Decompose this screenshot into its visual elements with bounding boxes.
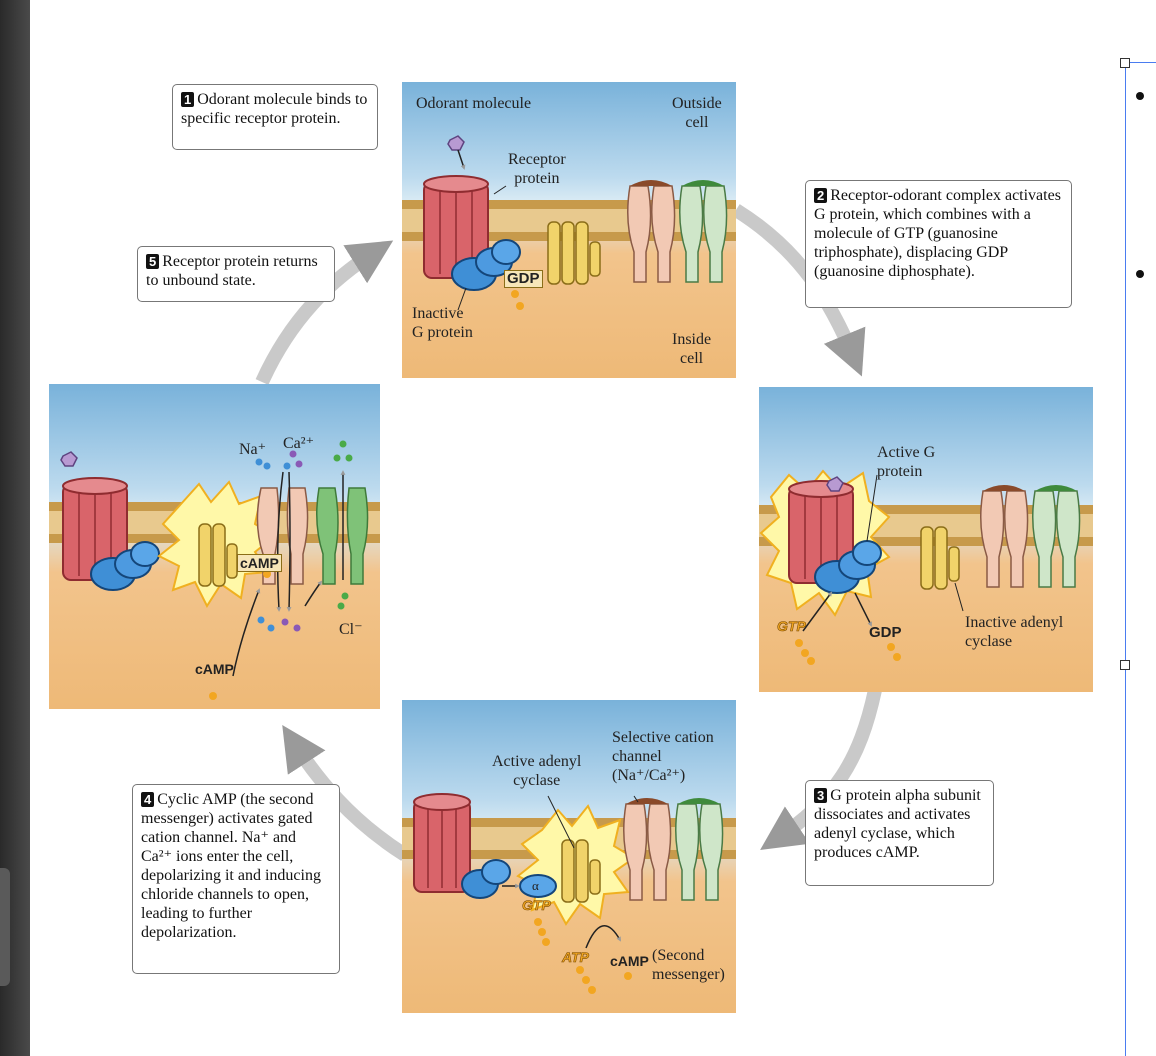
adenyl-cyclase xyxy=(547,221,601,285)
panel-camp-production: Active adenyl cyclase Selective cation c… xyxy=(402,700,736,1013)
receptor-protein xyxy=(413,793,471,893)
gdp-label: GDP xyxy=(504,270,543,288)
cation-channel xyxy=(623,798,672,901)
selective-cation-channel-label: Selective cation channel (Na⁺/Ca²⁺) xyxy=(612,729,714,784)
slide-guide-line xyxy=(1125,62,1126,1056)
inside-cell-label: Inside cell xyxy=(672,331,712,367)
step-number: 2 xyxy=(814,188,828,203)
active-adenyl-cyclase-label: Active adenyl cyclase xyxy=(492,753,582,789)
inactive-g-protein xyxy=(451,239,521,291)
alpha-subunit-label: α xyxy=(532,878,539,893)
gtp-label: GTP xyxy=(522,897,551,914)
gdp-label: GDP xyxy=(869,624,902,641)
step-number: 4 xyxy=(141,792,155,807)
receptor-protein xyxy=(788,480,854,584)
gtp-label: GTP xyxy=(777,618,806,635)
slide-guide-line-top xyxy=(1125,62,1156,63)
cation-channel xyxy=(627,180,676,283)
step-number: 3 xyxy=(814,788,828,803)
step-number: 5 xyxy=(146,254,160,269)
bullet-point xyxy=(1136,92,1144,100)
calcium-ion-label: Ca²⁺ xyxy=(283,435,315,452)
panel-ion-channel-opening: Na⁺ Ca²⁺ cAMP cAMP Cl⁻ xyxy=(49,384,380,709)
chloride-channel xyxy=(675,798,724,901)
arrow-step-5 xyxy=(255,240,394,385)
panel-receptor-binding: Odorant molecule Outside cell Receptor p… xyxy=(402,82,736,378)
step-text: G protein alpha subunit dissociates and … xyxy=(814,787,981,861)
chloride-channel xyxy=(679,180,728,283)
inactive-adenyl-cyclase-label: Inactive adenyl cyclase xyxy=(965,614,1064,650)
cation-channel xyxy=(980,485,1029,588)
receptor-protein xyxy=(62,477,128,581)
receptor-protein xyxy=(423,175,489,279)
sodium-ion-label: Na⁺ xyxy=(239,441,267,458)
outside-cell-label: Outside cell xyxy=(672,95,722,131)
adenyl-cyclase xyxy=(920,526,960,590)
bullet-point xyxy=(1136,270,1144,278)
step-text: Odorant molecule binds to specific recep… xyxy=(181,91,368,127)
g-protein xyxy=(90,541,160,591)
arrow-step-3 xyxy=(760,688,882,850)
second-messenger-label: (Second messenger) xyxy=(652,947,725,983)
camp-label: cAMP xyxy=(610,953,649,969)
receptor-protein-label: Receptor protein xyxy=(508,151,566,187)
odorant-molecule xyxy=(447,135,465,151)
atp-label: ATP xyxy=(562,949,590,966)
g-protein-alpha xyxy=(519,874,557,898)
panel-g-protein-activation: Active G protein GTP GDP Inactive adenyl… xyxy=(759,387,1093,692)
step-text: Receptor protein returns to unbound stat… xyxy=(146,253,318,289)
open-chloride-channel xyxy=(316,487,369,585)
left-panel-tab[interactable] xyxy=(0,868,10,986)
resize-handle-middle[interactable] xyxy=(1120,660,1130,670)
chloride-ion-label: Cl⁻ xyxy=(339,621,363,638)
inactive-g-protein-label: Inactive G protein xyxy=(412,305,473,341)
resize-handle-top[interactable] xyxy=(1120,58,1130,68)
g-protein-beta-gamma xyxy=(461,859,511,899)
odorant-label: Odorant molecule xyxy=(416,95,532,112)
active-g-protein xyxy=(814,540,882,594)
step-text: Cyclic AMP (the second messenger) activa… xyxy=(141,791,321,941)
chloride-channel xyxy=(1032,485,1081,588)
camp-bound-label: cAMP xyxy=(237,554,282,572)
active-g-protein-label: Active G protein xyxy=(877,444,936,480)
odorant-molecule xyxy=(60,451,78,467)
step-number: 1 xyxy=(181,92,195,107)
camp-label: cAMP xyxy=(195,661,234,677)
adenyl-cyclase xyxy=(198,523,238,587)
active-adenyl-cyclase xyxy=(561,839,601,903)
step-text: Receptor-odorant complex activates G pro… xyxy=(814,187,1061,280)
